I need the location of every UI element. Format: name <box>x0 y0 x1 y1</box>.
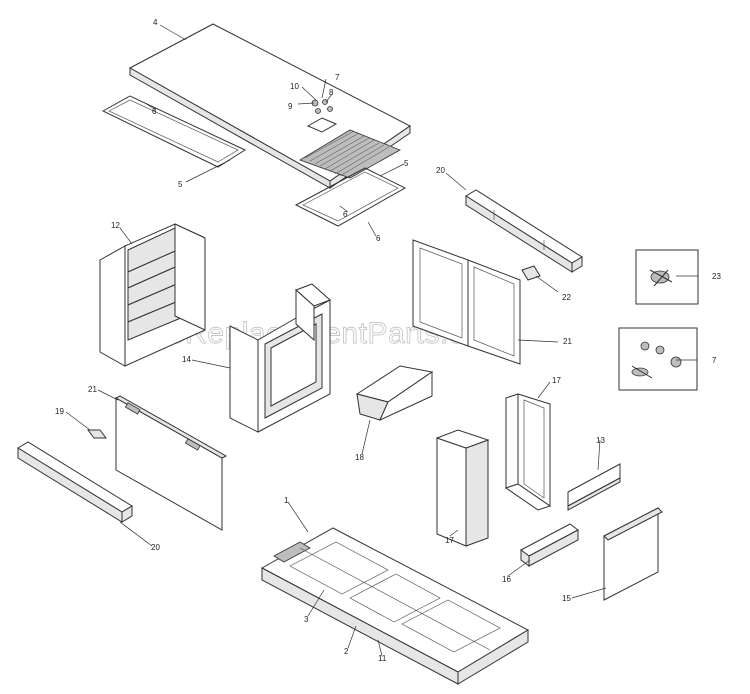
callout-12: 12 <box>111 221 120 230</box>
part-clip <box>521 265 541 281</box>
callout-22: 22 <box>562 293 571 302</box>
callout-13: 13 <box>596 436 605 445</box>
callout-7-right: 7 <box>712 356 717 365</box>
callout-10: 10 <box>290 82 299 91</box>
part-shelf-section <box>99 223 206 367</box>
part-handle <box>87 429 107 439</box>
callout-14: 14 <box>182 355 191 364</box>
callout-6-right: 6 <box>376 234 381 243</box>
part-door-frames-right <box>412 239 521 365</box>
part-side-panel <box>603 507 663 601</box>
callout-15: 15 <box>562 594 571 603</box>
callout-6-mid: 6 <box>343 210 348 219</box>
callout-21-left: 21 <box>88 385 97 394</box>
part-base-frame <box>260 527 530 685</box>
callout-3: 3 <box>304 615 309 624</box>
part-top-panel <box>128 23 411 189</box>
part-door-panel-left <box>114 395 228 531</box>
callout-1: 1 <box>284 496 289 505</box>
callout-20-right: 20 <box>436 166 445 175</box>
callout-7-top: 7 <box>335 73 340 82</box>
callout-9: 9 <box>288 102 293 111</box>
part-13-plate <box>567 463 621 511</box>
part-gasket-frame-right <box>294 167 407 227</box>
callout-21-right: 21 <box>563 337 572 346</box>
part-23-box <box>635 249 699 305</box>
callout-17-middle: 17 <box>445 536 454 545</box>
callout-8: 8 <box>329 88 334 97</box>
callout-23: 23 <box>712 272 721 281</box>
part-door-frame-center <box>229 283 331 433</box>
leader-lines <box>65 24 698 657</box>
callout-16: 16 <box>502 575 511 584</box>
part-kick-plate-right <box>465 189 583 273</box>
part-16-bracket <box>520 523 579 567</box>
callout-18: 18 <box>355 453 364 462</box>
part-frame-post-right <box>504 393 552 511</box>
callout-17-right: 17 <box>552 376 561 385</box>
callout-11: 11 <box>378 654 387 663</box>
part-gasket-frame-left <box>101 95 247 168</box>
part-drip-tray <box>355 365 434 422</box>
callout-19: 19 <box>55 407 64 416</box>
part-kick-plate-left <box>17 441 133 523</box>
callout-5-left: 5 <box>178 180 183 189</box>
callout-2: 2 <box>344 647 349 656</box>
part-side-post-middle <box>435 429 490 547</box>
callout-5-right: 5 <box>404 159 409 168</box>
callout-labels: 4 6 5 5 6 6 7 8 9 10 20 12 14 22 23 7 21… <box>55 18 721 663</box>
callout-4: 4 <box>153 18 158 27</box>
callout-20-left: 20 <box>151 543 160 552</box>
part-7-box <box>618 327 698 391</box>
callout-6-left: 6 <box>152 107 157 116</box>
